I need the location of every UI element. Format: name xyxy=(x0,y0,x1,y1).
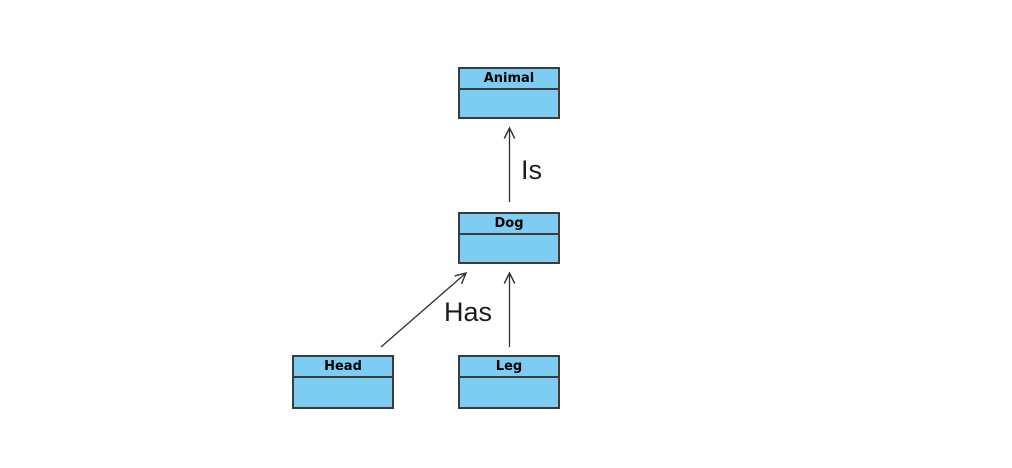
edge-head-to-dog[interactable] xyxy=(380,271,468,348)
node-head-body xyxy=(294,378,392,428)
node-animal[interactable]: Animal xyxy=(458,67,560,119)
node-leg[interactable]: Leg xyxy=(458,355,560,409)
node-head-title: Head xyxy=(294,357,392,378)
node-animal-body xyxy=(460,90,558,138)
node-dog-body xyxy=(460,235,558,283)
node-dog[interactable]: Dog xyxy=(458,212,560,264)
node-head[interactable]: Head xyxy=(292,355,394,409)
edge-label-has: Has xyxy=(444,297,493,327)
edge-label-is: Is xyxy=(521,155,543,185)
node-dog-title: Dog xyxy=(460,214,558,235)
node-leg-title: Leg xyxy=(460,357,558,378)
node-leg-body xyxy=(460,378,558,428)
node-animal-title: Animal xyxy=(460,69,558,90)
